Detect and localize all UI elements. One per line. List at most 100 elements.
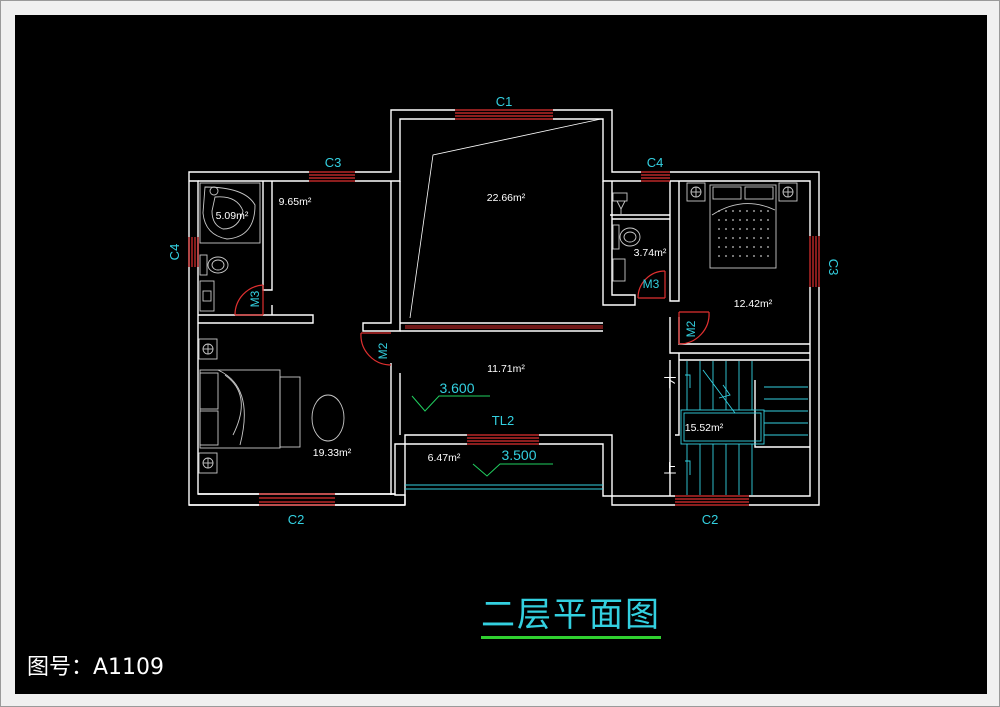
bed-pattern-dot xyxy=(753,210,755,212)
label-door-m2-right: M2 xyxy=(684,320,698,337)
bed-pattern-dot xyxy=(753,237,755,239)
window-c3-right xyxy=(809,236,820,287)
drawing-title: 二层平面图 xyxy=(481,595,661,635)
bed-pattern-dot xyxy=(760,228,762,230)
label-window-c3-top: C3 xyxy=(325,155,342,170)
bed-pattern-dot xyxy=(767,219,769,221)
label-window-c4-left: C4 xyxy=(167,244,182,261)
bed-pattern-dot xyxy=(767,255,769,257)
bed-pattern-dot xyxy=(725,219,727,221)
bed-pattern-dot xyxy=(753,219,755,221)
door-m3-left xyxy=(234,284,264,316)
bed-pattern-dot xyxy=(732,210,734,212)
bed-pattern-dot xyxy=(746,237,748,239)
label-window-c3-right: C3 xyxy=(826,259,841,276)
bed-pattern-dot xyxy=(718,237,720,239)
bed-pattern-dot xyxy=(760,237,762,239)
level-terrace-text: 3.500 xyxy=(501,447,536,463)
bed-pattern-dot xyxy=(732,246,734,248)
bathtub xyxy=(199,182,261,244)
bed-pattern-dot xyxy=(718,219,720,221)
bed-pattern-dot xyxy=(732,228,734,230)
void-railing xyxy=(405,325,603,329)
bed-pattern-dot xyxy=(753,228,755,230)
drawing-canvas: C1 C3 C4 C4 C3 C2 C2 TL2 M3 M2 M3 M2 5.0… xyxy=(15,15,987,694)
window-c2-right xyxy=(675,495,749,506)
bed-pattern-dot xyxy=(746,246,748,248)
drawing-title-underline xyxy=(481,636,661,639)
terrace-railing xyxy=(405,484,603,490)
label-window-c1: C1 xyxy=(496,94,513,109)
bed-pattern-dot xyxy=(718,228,720,230)
area-master-bedroom: 19.33m² xyxy=(313,447,352,459)
bed-left xyxy=(198,338,301,474)
bed-pattern-dot xyxy=(718,255,720,257)
bed-pattern-dot xyxy=(760,255,762,257)
area-bath-left: 5.09m² xyxy=(216,210,249,222)
stair-core xyxy=(680,369,765,475)
bed-pattern-dot xyxy=(725,237,727,239)
bed-pattern-dot xyxy=(767,246,769,248)
bed-pattern-dot xyxy=(746,255,748,257)
fixtures-right-bath xyxy=(612,192,641,282)
window-tl2 xyxy=(467,434,539,445)
bed-pattern-dot xyxy=(725,246,727,248)
stair-down-label: 下 xyxy=(663,375,676,390)
bed-pattern-dot xyxy=(767,228,769,230)
window-c1 xyxy=(455,109,553,120)
stair-up-label: 上 xyxy=(663,461,676,476)
label-door-m2-left: M2 xyxy=(376,342,390,359)
bed-pattern-dot xyxy=(732,219,734,221)
bed-pattern-dot xyxy=(739,210,741,212)
walls xyxy=(188,109,820,506)
label-window-c2-right: C2 xyxy=(702,512,719,527)
window-c2-left xyxy=(259,493,335,506)
window-c3-top xyxy=(309,171,355,182)
label-window-tl2: TL2 xyxy=(492,413,514,428)
area-terrace: 6.47m² xyxy=(428,452,461,464)
bed-pattern-dot xyxy=(739,246,741,248)
bed-pattern-dot xyxy=(725,255,727,257)
rug-left xyxy=(311,394,345,442)
stair-treads xyxy=(686,361,808,495)
bed-pattern-dot xyxy=(739,228,741,230)
bed-pattern-dot xyxy=(746,219,748,221)
level-marker-terrace xyxy=(472,463,553,477)
bed-pattern-dot xyxy=(760,210,762,212)
bed-pattern-dot xyxy=(746,210,748,212)
bed-right xyxy=(686,182,798,269)
door-m2-left xyxy=(360,332,392,366)
bed-pattern-dot xyxy=(760,246,762,248)
level-marker-hall xyxy=(411,395,490,412)
level-hall-text: 3.600 xyxy=(439,380,474,396)
bed-pattern-dot xyxy=(739,219,741,221)
bed-pattern-dot xyxy=(718,246,720,248)
bed-pattern-dot xyxy=(753,246,755,248)
toilet-left xyxy=(199,254,229,276)
floor-plan: C1 C3 C4 C4 C3 C2 C2 TL2 M3 M2 M3 M2 5.0… xyxy=(167,94,841,527)
bed-pattern-dot xyxy=(739,237,741,239)
bed-pattern-dot xyxy=(767,210,769,212)
area-closet-left: 9.65m² xyxy=(279,196,312,208)
area-bath-right: 3.74m² xyxy=(634,247,667,259)
area-bedroom-right: 12.42m² xyxy=(734,298,773,310)
void-outline xyxy=(409,118,602,319)
window-c4-left xyxy=(188,237,199,267)
bed-pattern-dot xyxy=(739,255,741,257)
area-stair: 15.52m² xyxy=(685,422,724,434)
bed-pattern-dot xyxy=(718,210,720,212)
bed-pattern-dot xyxy=(732,237,734,239)
door-m2-right xyxy=(678,311,710,345)
label-door-m3-left: M3 xyxy=(248,290,262,307)
label-window-c2-left: C2 xyxy=(288,512,305,527)
bed-pattern-dot xyxy=(767,237,769,239)
bed-pattern-dot xyxy=(760,219,762,221)
basin-left xyxy=(199,280,215,312)
label-door-m3-right: M3 xyxy=(643,277,660,291)
area-hall: 11.71m² xyxy=(487,363,525,375)
bed-right-pattern xyxy=(718,210,769,257)
window-c4-top xyxy=(641,171,670,182)
door-m3-right xyxy=(637,270,666,299)
bed-pattern-dot xyxy=(732,255,734,257)
